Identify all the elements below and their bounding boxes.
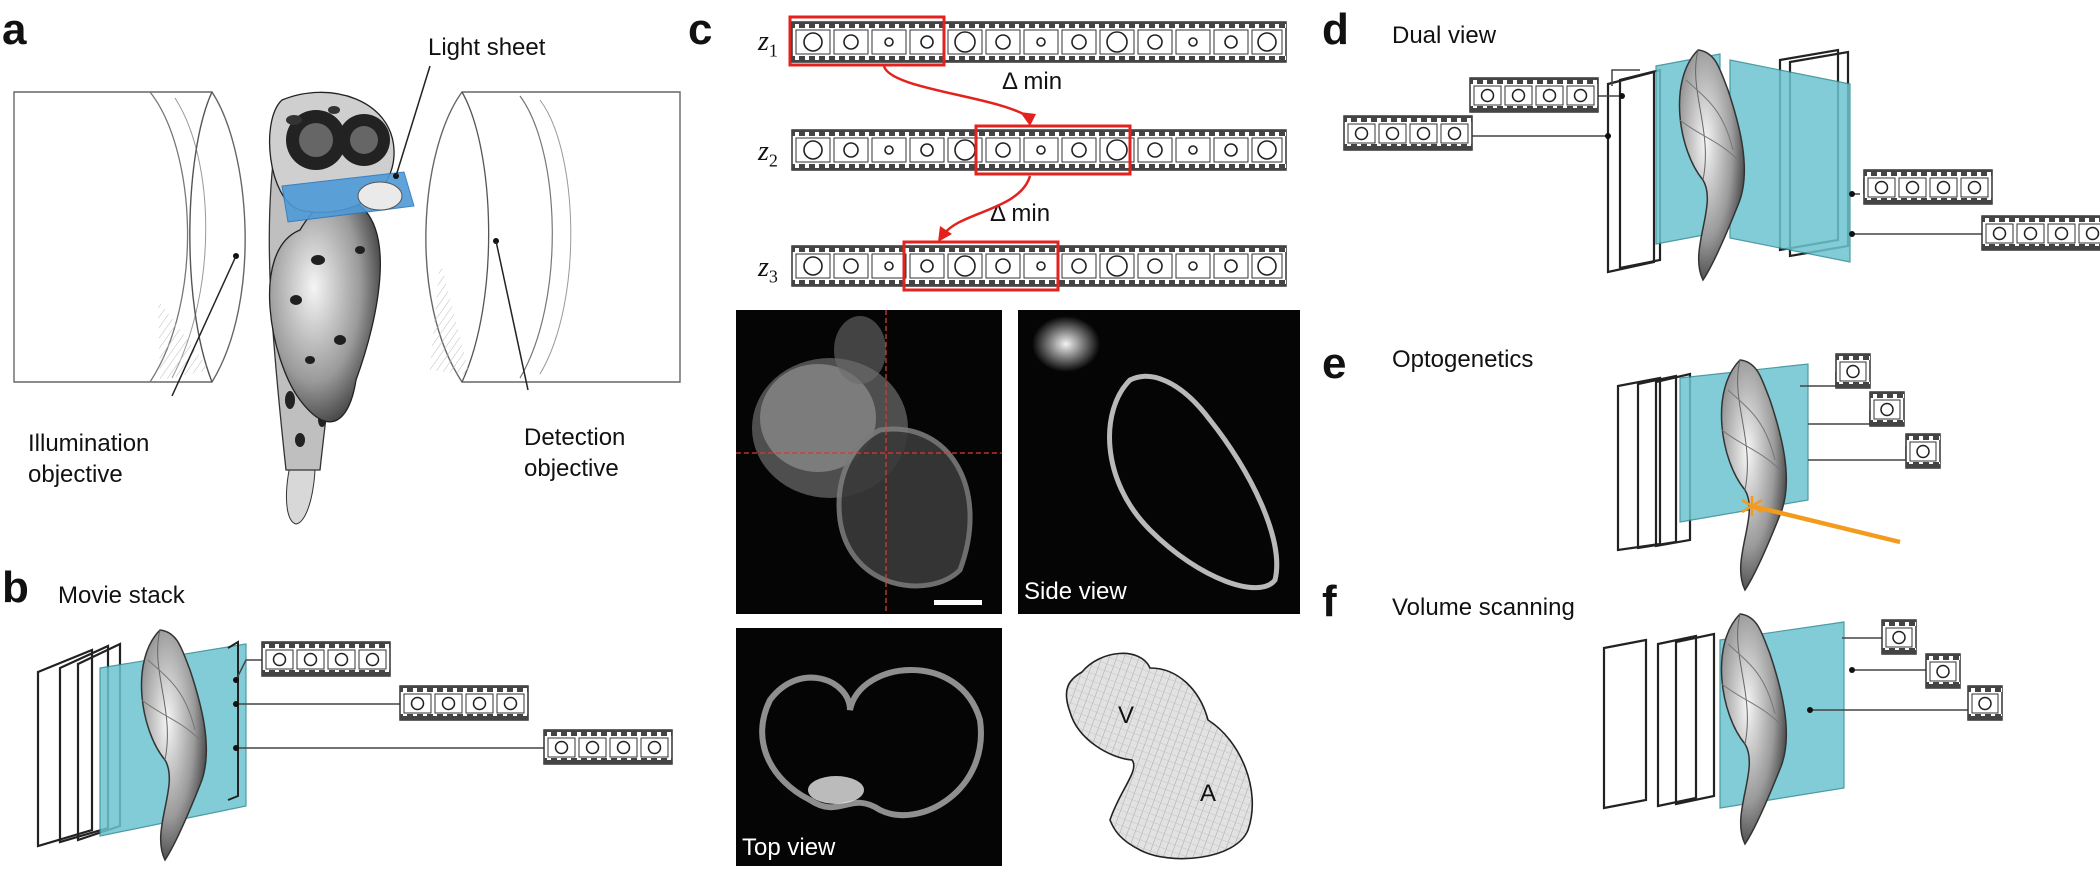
film-strip-z1 [791, 21, 1287, 63]
panel-c-images [736, 310, 1300, 866]
highlight-box-z3 [902, 240, 1060, 292]
panel-label-e: e [1322, 339, 1347, 388]
light-sheet-d-right [1729, 59, 1851, 263]
film-strip-z3 [791, 245, 1287, 287]
laser-spot [1741, 496, 1763, 516]
panel-label-f: f [1322, 577, 1337, 626]
panel-label-a: a [2, 5, 27, 54]
illumination-objective [13, 91, 246, 397]
heart-chamber-schematic [1065, 652, 1253, 860]
volume-scanning-title: Volume scanning [1392, 594, 1575, 621]
panel-d-illustration [1343, 48, 2100, 281]
panel-f-illustration [1602, 613, 2003, 845]
scale-bar [934, 600, 982, 605]
ventricle-label: V [1118, 702, 1135, 729]
light-sheet-label: Light sheet [428, 34, 546, 61]
panel-label-c: c [688, 5, 713, 54]
detection-objective [425, 91, 681, 391]
illumination-objective-label: Illumination objective [28, 430, 150, 489]
zebrafish-larva [268, 91, 395, 525]
highlight-box-z2 [974, 124, 1132, 176]
panel-b-illustration [36, 629, 673, 861]
panel-c-film-strips [788, 15, 1287, 292]
z1-label: z1 [758, 26, 778, 61]
side-view-label: Side view [1024, 578, 1127, 605]
arrow-z2-to-z3 [942, 175, 1032, 235]
panel-label-b: b [2, 563, 29, 612]
highlight-box-z1 [788, 15, 946, 67]
z3-label: z3 [758, 252, 778, 287]
laser-beam [1751, 503, 1901, 545]
z2-label: z2 [758, 136, 778, 171]
movie-stack-title: Movie stack [58, 582, 185, 609]
arrow-z1-to-z2 [882, 65, 1031, 120]
atrium-label: A [1200, 780, 1217, 807]
top-view-image [736, 628, 1002, 866]
film-strip-z2 [791, 129, 1287, 171]
dual-view-title: Dual view [1392, 22, 1497, 49]
panel-label-d: d [1322, 5, 1349, 54]
top-view-label: Top view [742, 834, 836, 861]
optogenetics-title: Optogenetics [1392, 346, 1534, 373]
delta-min-label-1: Δ min [1002, 68, 1063, 95]
panel-e-illustration [1616, 353, 1941, 591]
detection-objective-label: Detection objective [524, 424, 626, 483]
panel-a-illustration [13, 65, 681, 525]
